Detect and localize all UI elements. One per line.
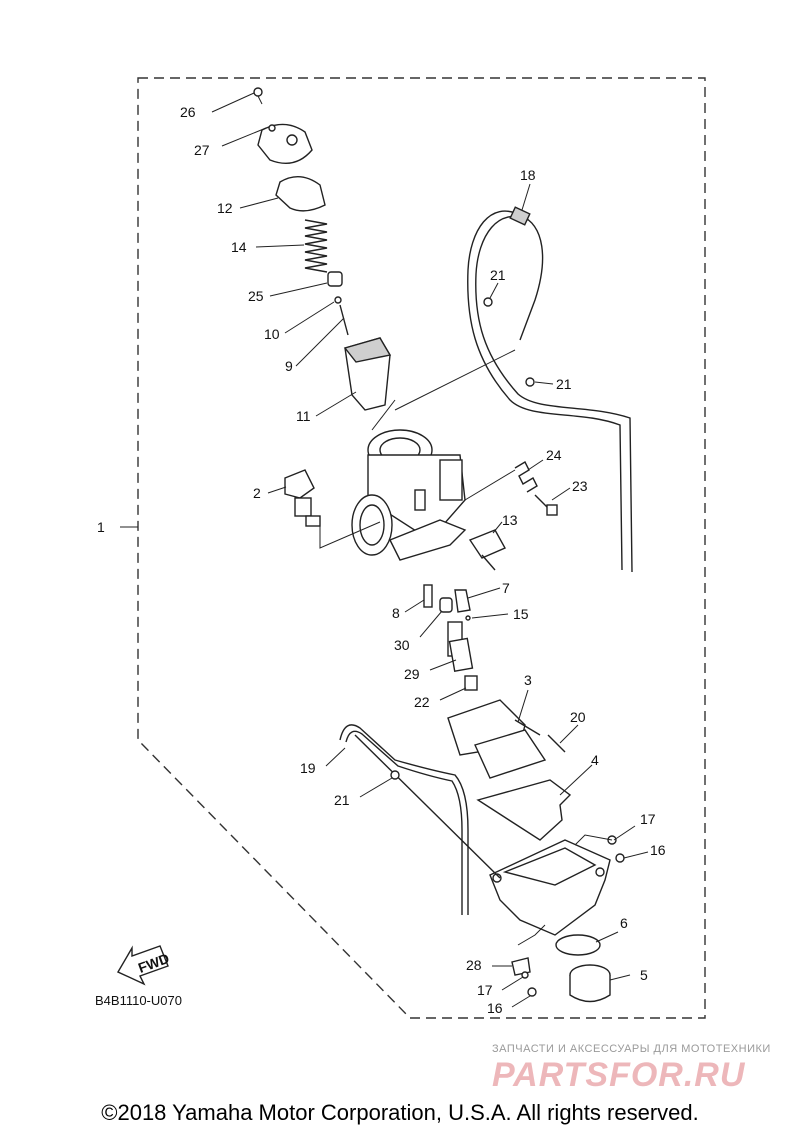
cap-screw (253, 87, 263, 105)
float-bowl-gasket (476, 779, 572, 841)
washer (465, 615, 471, 621)
diagram-code: B4B1110-U070 (95, 993, 182, 1008)
callout-18: 18 (520, 167, 536, 183)
fitting (464, 675, 478, 691)
callout-17-upper: 17 (640, 811, 656, 827)
pilot-jet (423, 584, 433, 608)
washer (521, 971, 529, 979)
callout-23: 23 (572, 478, 588, 494)
callout-16-lower: 16 (487, 1000, 503, 1016)
hose-clip (525, 377, 535, 387)
throttle-stop-screw (534, 494, 558, 516)
callout-25: 25 (248, 288, 264, 304)
fwd-arrow-icon (117, 945, 169, 986)
air-screw (284, 469, 321, 527)
needle-jet (447, 621, 474, 672)
screw (527, 987, 537, 997)
callout-13: 13 (502, 512, 518, 528)
float-bowl (489, 839, 611, 936)
carburetor-body (351, 429, 467, 561)
hose-clip (390, 770, 400, 780)
callout-24: 24 (546, 447, 562, 463)
gasket (275, 176, 326, 212)
jet-needle (339, 304, 349, 336)
needle-jet-holder (439, 597, 453, 613)
carb-top-cap (257, 123, 313, 164)
callout-9: 9 (285, 358, 293, 374)
throttle-stop-spring (514, 461, 538, 493)
needle-holder (327, 271, 343, 287)
callout-28: 28 (466, 957, 482, 973)
watermark-logo-text: PARTSFOR.RU (492, 1056, 746, 1092)
callout-21-top: 21 (490, 267, 506, 283)
callout-11: 11 (296, 408, 311, 424)
callout-21-lower: 21 (334, 792, 350, 808)
callout-8: 8 (392, 605, 400, 621)
float-pin (547, 734, 566, 753)
starter-plunger (468, 529, 506, 571)
callout-3: 3 (524, 672, 532, 688)
throttle-spring (304, 219, 328, 273)
callout-30: 30 (394, 637, 410, 653)
callout-22: 22 (414, 694, 430, 710)
callout-14: 14 (231, 239, 247, 255)
callout-16-upper: 16 (650, 842, 666, 858)
watermark-logo: PARTSFOR.RU (492, 1056, 746, 1092)
throttle-valve (343, 337, 392, 411)
callout-2: 2 (253, 485, 261, 501)
main-jet (454, 589, 471, 613)
watermark-tagline: ЗАПЧАСТИ И АКСЕССУАРЫ ДЛЯ МОТОТЕХНИКИ (492, 1043, 771, 1055)
overflow-hose (339, 724, 501, 915)
callout-19: 19 (300, 760, 316, 776)
copyright-notice: ©2018 Yamaha Motor Corporation, U.S.A. A… (101, 1100, 699, 1125)
screw (615, 853, 625, 863)
callout-1: 1 (97, 519, 105, 535)
float (447, 699, 547, 779)
vent-hose (467, 206, 633, 573)
callout-21-right: 21 (556, 376, 572, 392)
callout-26: 26 (180, 104, 196, 120)
needle-clip (334, 296, 342, 304)
callout-17-lower: 17 (477, 982, 493, 998)
assembly-boundary (137, 77, 706, 1019)
callout-12: 12 (217, 200, 233, 216)
bracket (511, 957, 531, 976)
callout-10: 10 (264, 326, 280, 342)
callout-6: 6 (620, 915, 628, 931)
callout-27: 27 (194, 142, 210, 158)
callout-4: 4 (591, 752, 599, 768)
drain-plug (569, 964, 611, 1003)
callout-20: 20 (570, 709, 586, 725)
callout-29: 29 (404, 666, 420, 682)
o-ring (555, 934, 601, 956)
callout-5: 5 (640, 967, 648, 983)
callout-7: 7 (502, 580, 510, 596)
callout-15: 15 (513, 606, 529, 622)
hose-clip (483, 297, 493, 307)
